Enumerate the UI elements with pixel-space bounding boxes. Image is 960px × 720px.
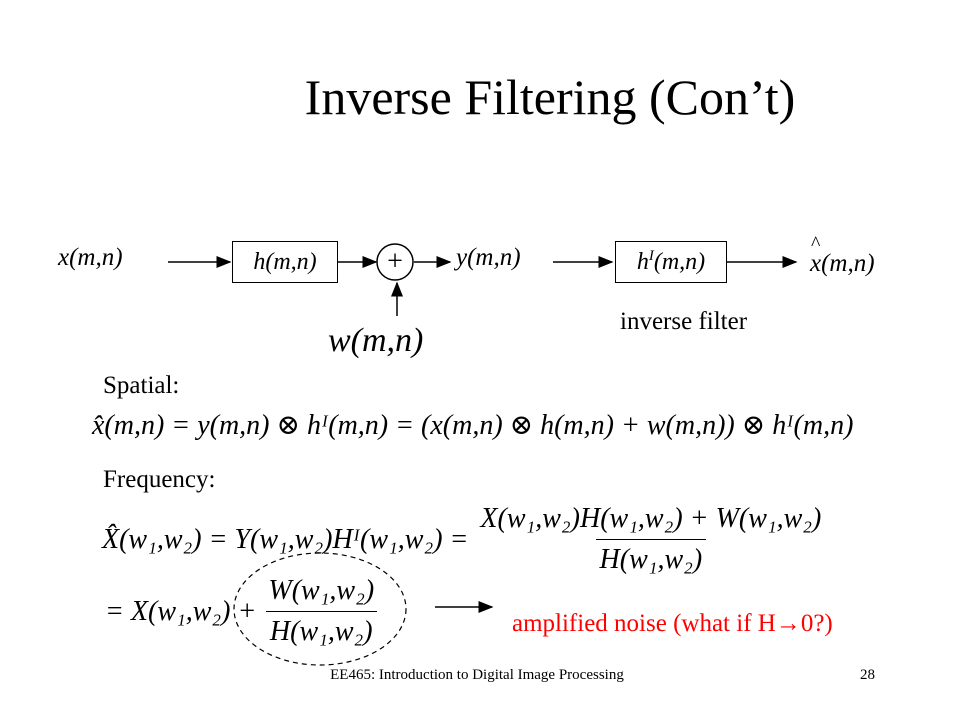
noise-fraction-numerator: W(w₁,w₂)	[268, 575, 375, 606]
inverse-filter-block: hI(m,n)	[615, 241, 727, 283]
noise-fraction-denominator: H(w₁,w₂)	[265, 611, 377, 648]
frequency-heading: Frequency:	[103, 466, 216, 493]
noise-fraction: W(w₁,w₂) H(w₁,w₂)	[264, 575, 378, 648]
degradation-filter-block: h(m,n)	[232, 241, 338, 283]
estimate-label: x(m,n)	[810, 233, 960, 278]
frequency-equation: X̂(w₁,w₂) = Y(w₁,w₂)Hᴵ(w₁,w₂) = X(w₁,w₂)…	[102, 503, 825, 576]
frequency-fraction-denominator: H(w₁,w₂)	[595, 539, 707, 576]
observed-signal-label: y(m,n)	[456, 244, 521, 271]
spatial-equation: x̂(m,n) = y(m,n) ⊗ hᴵ(m,n) = (x(m,n) ⊗ h…	[92, 410, 854, 441]
page-title: Inverse Filtering (Con’t)	[304, 69, 796, 125]
simplified-equation-lhs: = X(w₁,w₂) +	[105, 595, 257, 627]
input-signal-label: x(m,n)	[58, 244, 123, 271]
noise-label: w(m,n)	[328, 322, 424, 359]
page-number: 28	[860, 667, 875, 683]
footer-course: EE465: Introduction to Digital Image Pro…	[330, 667, 624, 683]
inverse-filter-block-label: hI(m,n)	[636, 248, 706, 275]
simplified-equation: = X(w₁,w₂) + W(w₁,w₂) H(w₁,w₂)	[105, 575, 378, 648]
adder-symbol: +	[387, 246, 403, 277]
frequency-fraction-numerator: X(w₁,w₂)H(w₁,w₂) + W(w₁,w₂)	[480, 503, 822, 534]
frequency-fraction: X(w₁,w₂)H(w₁,w₂) + W(w₁,w₂) H(w₁,w₂)	[476, 503, 825, 576]
frequency-equation-lhs: X̂(w₁,w₂) = Y(w₁,w₂)Hᴵ(w₁,w₂) =	[102, 523, 469, 555]
inverse-filter-caption: inverse filter	[620, 308, 748, 335]
amplified-noise-annotation: amplified noise (what if H→0?)	[512, 610, 833, 637]
spatial-heading: Spatial:	[103, 372, 180, 399]
degradation-filter-label: h(m,n)	[253, 248, 317, 275]
